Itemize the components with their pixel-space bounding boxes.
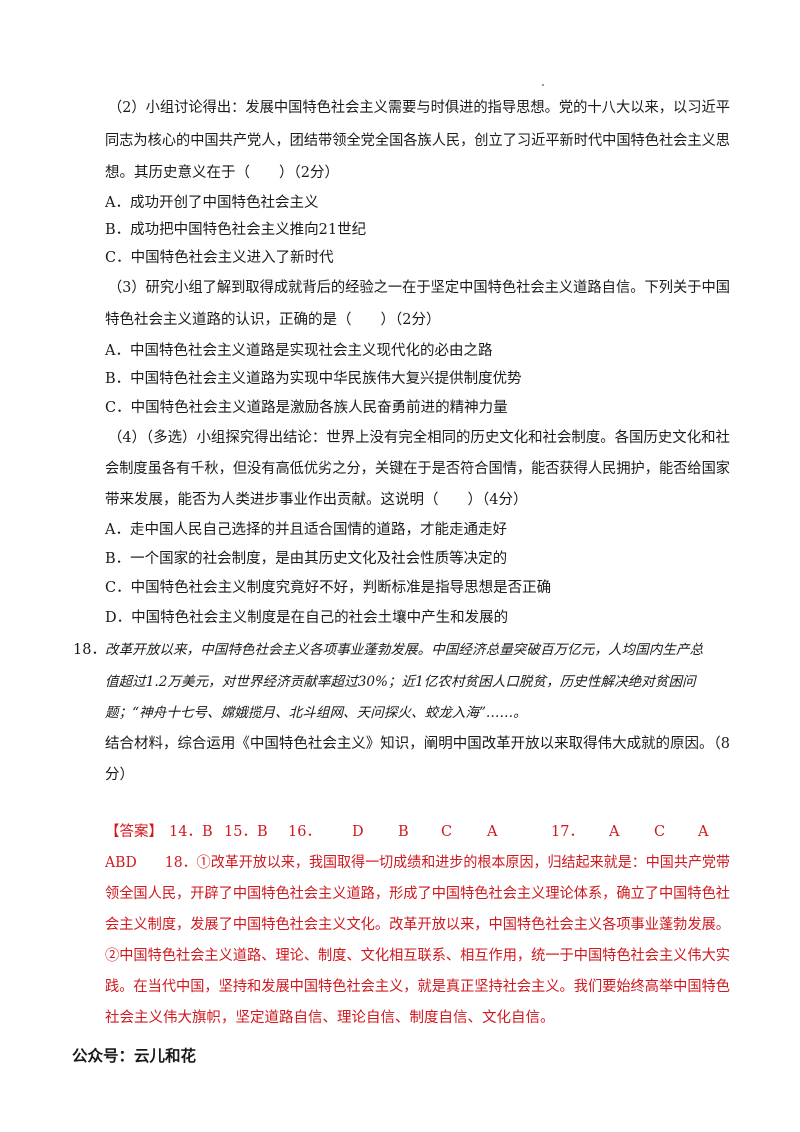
q17-p4-line-1: （4）（多选）小组探究得出结论：世界上没有完全相同的历史文化和社会制度。各国历史…	[108, 430, 730, 446]
q18-number: 18．	[73, 642, 106, 658]
q18-task-line-2: 分）	[105, 767, 134, 783]
answer-15: 15．B	[224, 824, 268, 840]
answer-line-5: 践。在当代中国，坚持和发展中国特色社会主义，就是真正坚持社会主义。我们要始终高举…	[105, 979, 730, 995]
q17-p2-line-1: （2）小组讨论得出：发展中国特色社会主义需要与时俱进的指导思想。党的十八大以来，…	[108, 100, 730, 116]
answer-16: 16．	[288, 824, 321, 840]
answer-16-1: D	[352, 824, 364, 840]
footer-wechat-account: 公众号：云儿和花	[72, 1047, 197, 1065]
q18-task-line-1: 结合材料，综合运用《中国特色社会主义》知识，阐明中国改革开放以来取得伟大成就的原…	[105, 736, 730, 752]
answer-line-6: 社会主义伟大旗帜，坚定道路自信、理论自信、制度自信、文化自信。	[105, 1010, 555, 1026]
q17-p3-option-b: B．中国特色社会主义道路为实现中华民族伟大复兴提供制度优势	[105, 371, 522, 387]
q17-p3-line-1: （3）研究小组了解到取得成就背后的经验之一在于坚定中国特色社会主义道路自信。下列…	[108, 280, 730, 296]
q17-p3-option-a: A．中国特色社会主义道路是实现社会主义现代化的必由之路	[105, 343, 493, 359]
q18-material-line-2: 值超过1.2万美元，对世界经济贡献率超过30%；近1亿农村贫困人口脱贫，历史性解…	[105, 674, 696, 690]
q17-p3-option-c: C．中国特色社会主义道路是激励各族人民奋勇前进的精神力量	[105, 400, 508, 416]
answer-16-2: B	[398, 824, 409, 840]
answer-line-3: 会主义制度，发展了中国特色社会主义文化。改革开放以来，中国特色社会主义各项事业蓬…	[105, 917, 730, 933]
answer-16-4: A	[487, 824, 498, 840]
q17-p4-line-3: 带来发展，能否为人类进步事业作出贡献。这说明（ ）（4分）	[105, 492, 528, 508]
q17-p4-line-2: 会制度虽各有千秋，但没有高低优劣之分，关键在于是否符合国情，能否获得人民拥护，能…	[105, 461, 730, 477]
q18-material-line-3: 题；“神舟十七号、嫦娥揽月、北斗组网、天问探火、蛟龙入海”……。	[105, 705, 527, 721]
answer-line-2: 领全国人民，开辟了中国特色社会主义道路，形成了中国特色社会主义理论体系，确立了中…	[105, 886, 730, 902]
answer-17: 17．	[551, 824, 584, 840]
q17-p4-option-c: C．中国特色社会主义制度究竟好不好，判断标准是指导思想是否正确	[105, 580, 552, 596]
q17-p4-option-a: A．走中国人民自己选择的并且适合国情的道路，才能走通走好	[105, 522, 507, 538]
answer-label: 【答案】	[105, 824, 163, 840]
answer-17-3: A	[698, 824, 709, 840]
answer-line-4: ②中国特色社会主义道路、理论、制度、文化相互联系、相互作用，统一于中国特色社会主…	[105, 948, 730, 964]
answer-16-3: C	[441, 824, 453, 840]
answer-17-2: C	[654, 824, 666, 840]
q17-p4-option-d: D．中国特色社会主义制度是在自己的社会土壤中产生和发展的	[105, 610, 509, 626]
answer-17-1: A	[609, 824, 620, 840]
q17-p3-line-2: 特色社会主义道路的认识，正确的是（ ）（2分）	[105, 312, 441, 328]
q17-p2-line-2: 同志为核心的中国共产党人，团结带领全党全国各族人民，创立了习近平新时代中国特色社…	[105, 133, 730, 149]
q17-p2-option-b: B．成功把中国特色社会主义推向21世纪	[105, 222, 367, 238]
scan-dot	[542, 84, 544, 86]
answer-14: 14．B	[169, 824, 213, 840]
q17-p2-line-3: 想。其历史意义在于（ ）（2分）	[105, 165, 339, 181]
q17-p2-option-a: A．成功开创了中国特色社会主义	[105, 195, 319, 211]
q17-p2-option-c: C．中国特色社会主义进入了新时代	[105, 250, 334, 266]
answer-line-1: ABD 18．①改革开放以来，我国取得一切成绩和进步的根本原因，归结起来就是：中…	[105, 855, 730, 871]
q17-p4-option-b: B．一个国家的社会制度，是由其历史文化及社会性质等决定的	[105, 551, 508, 567]
q18-material-line-1: 改革开放以来，中国特色社会主义各项事业蓬勃发展。中国经济总量突破百万亿元，人均国…	[105, 642, 704, 658]
